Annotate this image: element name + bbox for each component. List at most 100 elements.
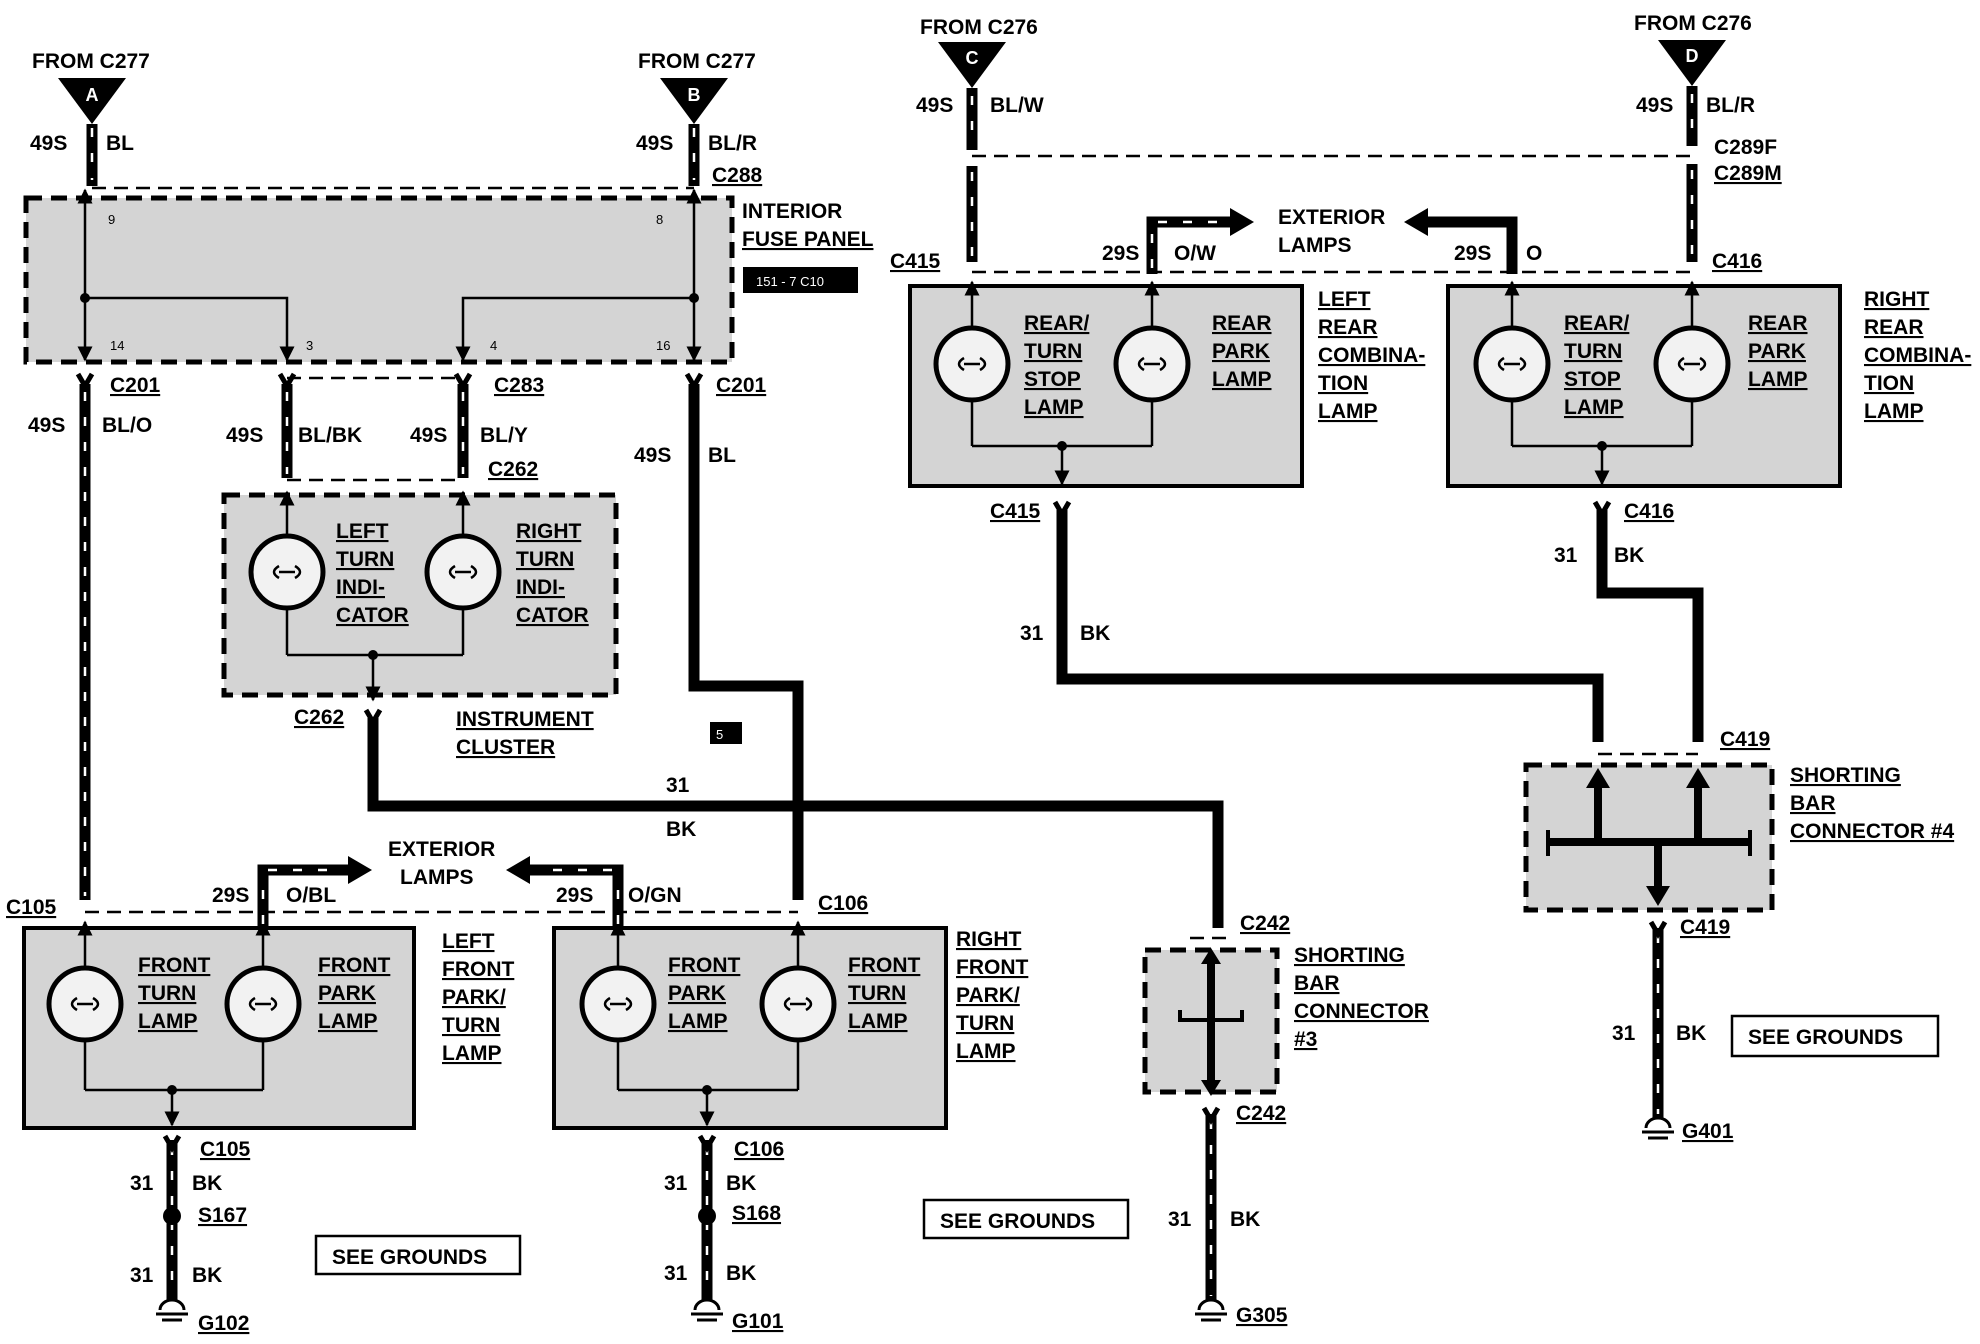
left-front-turn-l1: FRONT (138, 954, 210, 977)
shorting-bar-3-bus (1178, 948, 1244, 1096)
right-rear-gnd-color: BK (1614, 544, 1644, 567)
rear-exterior-lamp-arrows (1146, 208, 1518, 274)
cluster-gnd-gauge: 31 (666, 774, 690, 797)
right-front-name-1: RIGHT (956, 928, 1022, 951)
cluster-name-1: INSTRUMENT (456, 708, 594, 731)
front-exterior-1: EXTERIOR (388, 838, 495, 861)
labels: FROM C277 49S BL FROM C277 49S BL/R C288… (6, 12, 1971, 1335)
connector-c242-bottom: C242 (1236, 1102, 1286, 1125)
left-front-park-gauge: 29S (212, 884, 249, 907)
left-front-park-l2: PARK (318, 982, 376, 1005)
right-rear-node (1597, 441, 1607, 451)
connector-dashes (85, 154, 1698, 940)
right-front-gnd-gauge-1: 31 (664, 1172, 688, 1195)
right-indicator-l3: INDI- (516, 576, 565, 599)
right-front-turn-bulb (759, 965, 837, 1043)
right-rear-name-4: TION (1864, 372, 1914, 395)
see-grounds-box-middle[interactable] (922, 1198, 1130, 1240)
left-indicator-l3: INDI- (336, 576, 385, 599)
left-rear-name-4: TION (1318, 372, 1368, 395)
sb3-name-1: SHORTING (1294, 944, 1405, 967)
right-indicator-l2: TURN (516, 548, 574, 571)
right-rear-stop-turn-bulb (1473, 325, 1551, 403)
right-rear-park-l3: LAMP (1748, 368, 1808, 391)
connector-c106-bottom: C106 (734, 1138, 784, 1161)
c201-left-color: BL/O (102, 414, 152, 437)
left-rear-stop-l2: TURN (1024, 340, 1082, 363)
see-grounds-middle: SEE GROUNDS (940, 1210, 1095, 1233)
connector-c419-bottom: C419 (1680, 916, 1730, 939)
left-indicator-l1: LEFT (336, 520, 389, 543)
connector-c262-top: C262 (488, 458, 538, 481)
connector-c201-right: C201 (716, 374, 767, 397)
connector-c262-bottom: C262 (294, 706, 344, 729)
fuse-panel-circuits (77, 188, 702, 362)
source-c-gauge: 49S (916, 94, 953, 117)
right-indicator-l4: CATOR (516, 604, 589, 627)
connector-c416-bottom: C416 (1624, 500, 1674, 523)
left-front-park-l3: LAMP (318, 1010, 378, 1033)
left-front-name-3: PARK/ (442, 986, 506, 1009)
fuse-panel-title-2: FUSE PANEL (742, 228, 874, 251)
left-front-turn-l2: TURN (138, 982, 196, 1005)
connector-c105-bottom: C105 (200, 1138, 251, 1161)
left-front-park-l1: FRONT (318, 954, 390, 977)
right-front-gnd-color-1: BK (726, 1172, 756, 1195)
right-indicator-l1: RIGHT (516, 520, 582, 543)
left-rear-name-2: REAR (1318, 316, 1378, 339)
ground-symbol-g305 (1195, 1298, 1227, 1322)
right-rear-stop-l1: REAR/ (1564, 312, 1630, 335)
svg-text:A: A (86, 85, 99, 105)
fuse-pin-9: 9 (108, 212, 115, 227)
right-front-park-l2: PARK (668, 982, 726, 1005)
splice-s168-label: S168 (732, 1202, 781, 1225)
wire-marker (710, 722, 742, 744)
see-grounds-box-front[interactable] (314, 1234, 522, 1276)
fuse-panel-ref-tag (743, 267, 858, 293)
sb4-name-1: SHORTING (1790, 764, 1901, 787)
c201-right-color: BL (708, 444, 736, 467)
left-front-gnd-gauge-2: 31 (130, 1264, 154, 1287)
fuse-node-left (80, 293, 90, 303)
source-b-connector: B (660, 78, 728, 124)
left-front-name-4: TURN (442, 1014, 500, 1037)
splice-s167 (163, 1207, 181, 1225)
sb3-name-3: CONNECTOR (1294, 1000, 1429, 1023)
fuse-node-right (689, 293, 699, 303)
left-front-gnd-gauge-1: 31 (130, 1172, 154, 1195)
right-rear-park-color: O (1526, 242, 1542, 265)
right-rear-park-l2: PARK (1748, 340, 1806, 363)
source-a-connector: A (58, 78, 126, 124)
right-front-park-gauge: 29S (556, 884, 593, 907)
source-c-from: FROM C276 (920, 16, 1038, 39)
right-rear-park-bulb (1653, 325, 1731, 403)
left-front-turn-l3: LAMP (138, 1010, 198, 1033)
connector-c289f: C289F (1714, 136, 1777, 159)
see-grounds-front: SEE GROUNDS (332, 1246, 487, 1269)
right-front-park-l1: FRONT (668, 954, 740, 977)
ground-g101-label: G101 (732, 1310, 784, 1333)
right-rear-name-5: LAMP (1864, 400, 1924, 423)
connector-forks (75, 372, 1668, 1153)
source-a-color: BL (106, 132, 134, 155)
see-grounds-box-rear[interactable] (1730, 1014, 1940, 1058)
rear-exterior-2: LAMPS (1278, 234, 1352, 257)
right-rear-gnd-gauge: 31 (1554, 544, 1578, 567)
left-front-gnd-color-2: BK (192, 1264, 222, 1287)
left-front-name-1: LEFT (442, 930, 495, 953)
source-d-color: BL/R (1706, 94, 1755, 117)
left-rear-name-5: LAMP (1318, 400, 1378, 423)
source-b-gauge: 49S (636, 132, 673, 155)
right-rear-name-1: RIGHT (1864, 288, 1930, 311)
svg-text:C: C (966, 48, 979, 68)
left-rear-park-l1: REAR (1212, 312, 1272, 335)
sb3-name-4: #3 (1294, 1028, 1317, 1051)
left-front-name-5: LAMP (442, 1042, 502, 1065)
right-front-name-5: LAMP (956, 1040, 1016, 1063)
sb3-name-2: BAR (1294, 972, 1340, 995)
fuse-pin-8: 8 (656, 212, 663, 227)
connector-c283: C283 (494, 374, 544, 397)
connector-c415-bottom: C415 (990, 500, 1041, 523)
cluster-gnd-color: BK (666, 818, 696, 841)
